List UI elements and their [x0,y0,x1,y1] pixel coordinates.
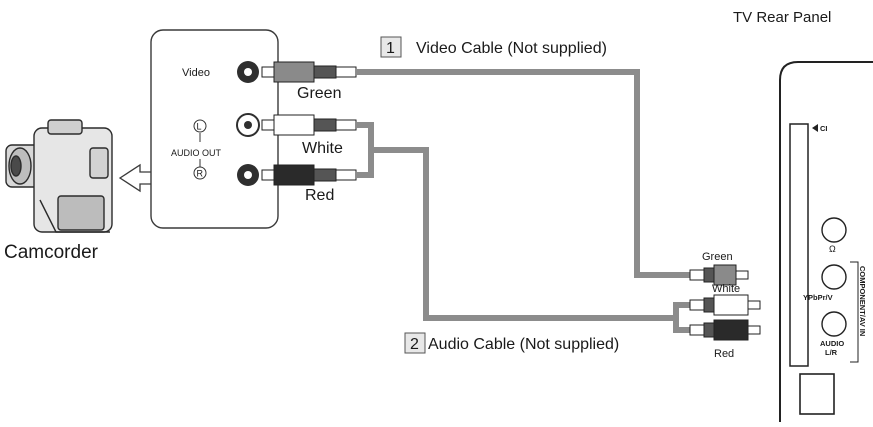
audio-plug-white [261,114,357,136]
left-channel-symbol: L [193,119,207,133]
tv-rear-panel-outline [779,61,873,422]
tv-lr-label: L/R [825,348,838,357]
ci-slot-label: CI [812,124,828,133]
audio-out-label: AUDIO OUT [171,148,222,158]
tv-audio-label: AUDIO [820,339,844,348]
video-plug-green [261,61,357,83]
tv-video-plug-green [689,264,749,286]
tv-white-plug-label: White [712,283,740,295]
svg-text:CI: CI [820,124,828,133]
white-plug-label: White [302,140,343,157]
audio-left-jack [236,113,260,137]
audio-cable-label: Audio Cable (Not supplied) [428,336,619,353]
diagram-title: TV Rear Panel [733,9,831,26]
red-plug-label: Red [305,187,334,204]
ypbpr-video-jack [821,264,847,290]
component-bracket [850,261,859,363]
tv-antenna-port [799,373,835,415]
svg-text:L: L [197,122,202,132]
right-channel-symbol: R [193,166,207,180]
headphone-icon: Ω [829,244,836,254]
tv-audio-plug-white [689,294,761,316]
green-plug-label: Green [297,85,341,102]
video-cable-number-box: 1 [380,36,402,58]
svg-text:R: R [197,169,204,179]
audio-cable [356,122,690,333]
component-av-in-label: COMPONENT/AV IN [858,266,867,336]
audio-plug-red [261,164,357,186]
svg-text:2: 2 [410,336,419,353]
camcorder-illustration [5,119,113,233]
svg-text:1: 1 [386,40,395,57]
video-cable-label: Video Cable (Not supplied) [416,40,607,57]
tv-green-plug-label: Green [702,251,733,263]
audio-lr-jack [821,311,847,337]
ci-slot [789,123,809,367]
video-jack [237,61,259,83]
video-cable [356,69,690,278]
audio-right-jack [237,164,259,186]
output-arrow-icon [118,163,153,193]
headphone-jack [821,217,847,243]
video-jack-label: Video [182,67,210,79]
tv-audio-plug-red [689,319,761,341]
tv-red-plug-label: Red [714,348,734,360]
audio-cable-number-box: 2 [404,332,426,354]
camcorder-label: Camcorder [4,242,99,263]
ypbpr-label: YPbPr/V [803,293,833,302]
